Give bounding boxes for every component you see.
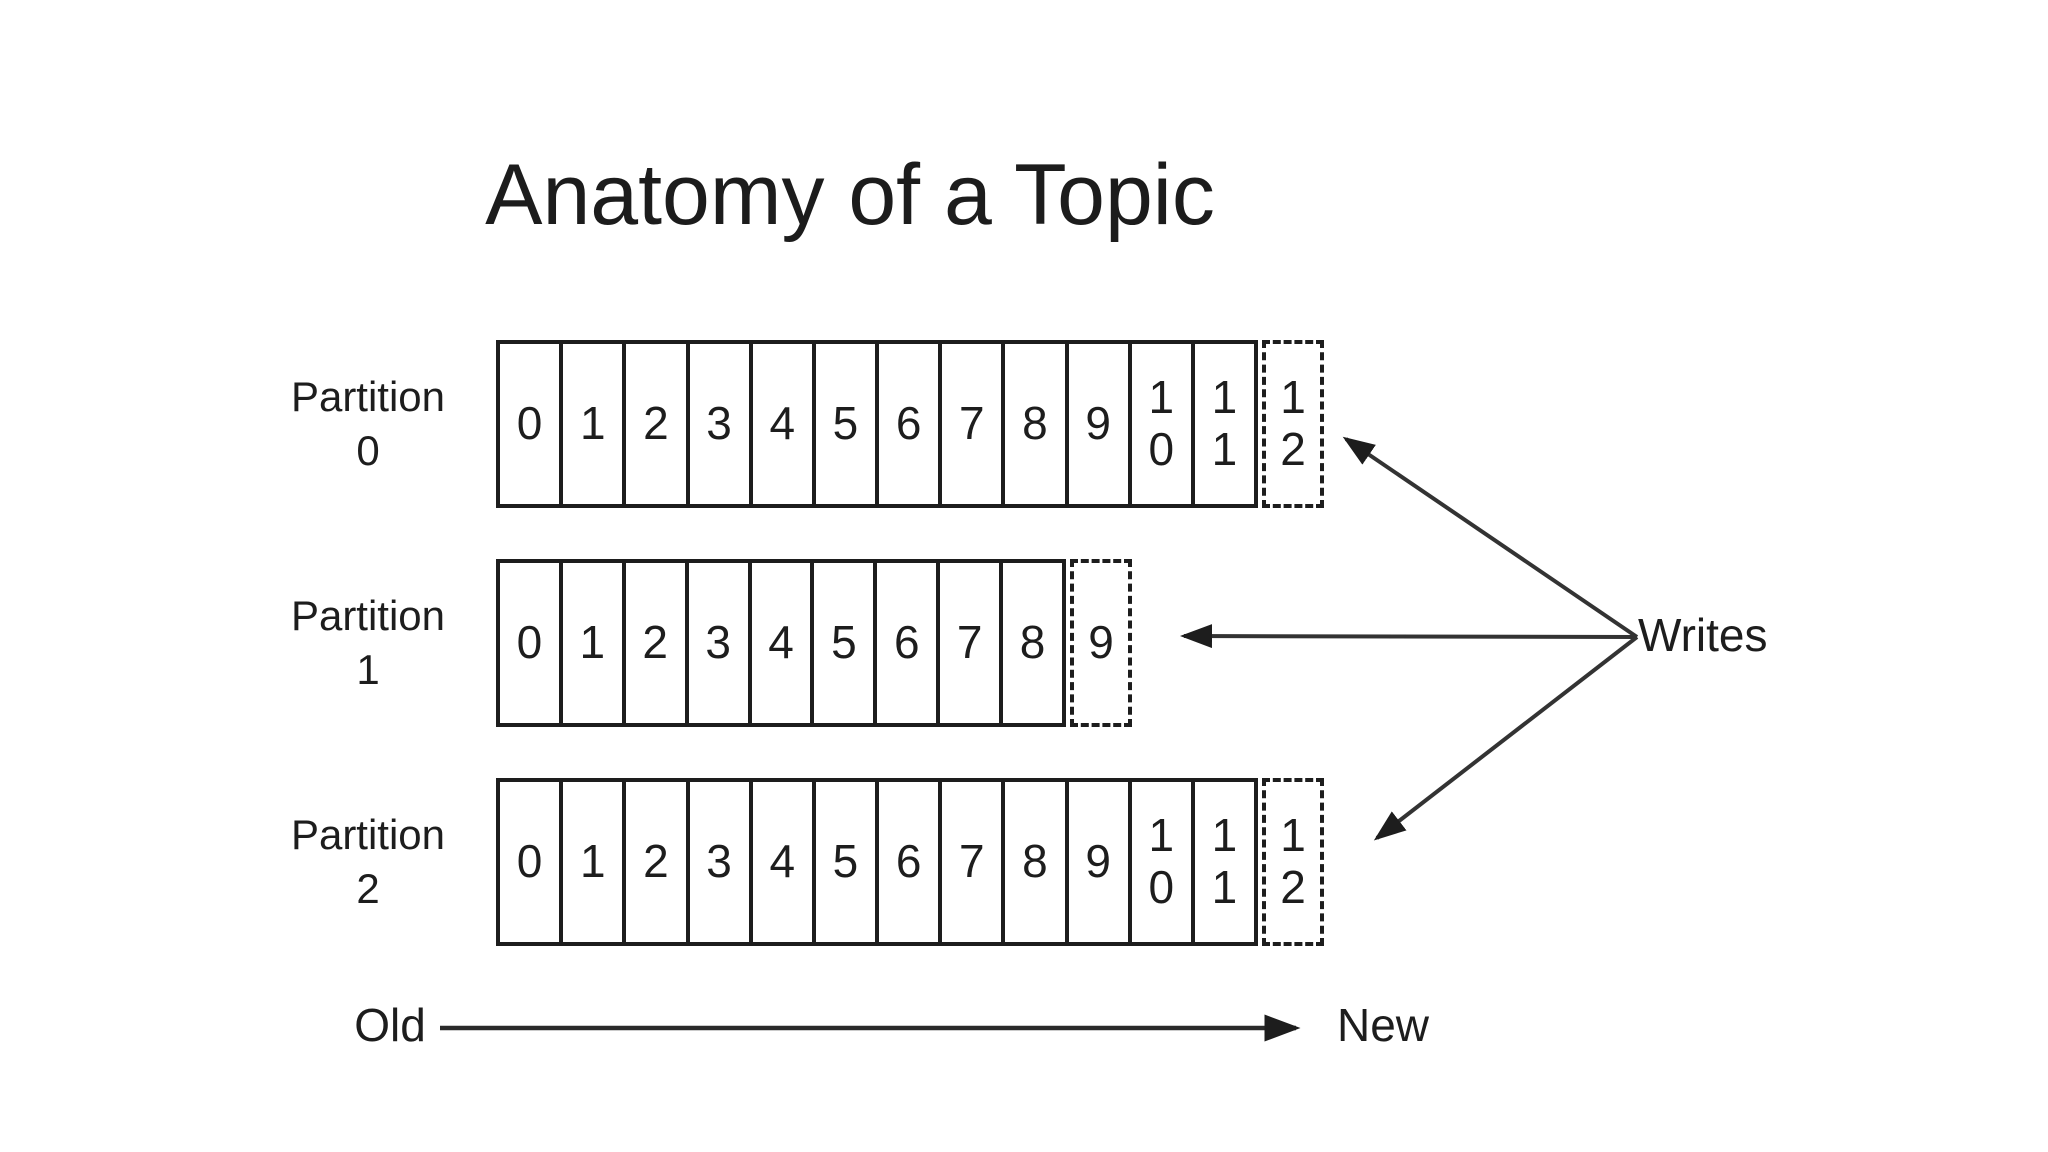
offset-cell: 1 bbox=[563, 344, 627, 504]
writes-arrow-partition-0 bbox=[1342, 436, 1639, 639]
partition-0-label: Partition 0 bbox=[290, 373, 446, 474]
writes-label: Writes bbox=[1638, 609, 1768, 661]
offset-cell: 9 bbox=[1069, 782, 1132, 942]
offset-cell: 6 bbox=[877, 563, 941, 723]
offset-cell: 0 bbox=[500, 344, 564, 504]
offset-cell: 9 bbox=[1069, 344, 1132, 504]
offset-cell: 1 1 bbox=[1211, 371, 1238, 475]
partition-2-label: Partition 2 bbox=[290, 811, 446, 912]
partition-1-next-offset-cell: 9 bbox=[1070, 559, 1132, 727]
offset-cell: 3 bbox=[690, 782, 753, 942]
writes-arrow-partition-2 bbox=[1373, 635, 1639, 841]
offset-cell: 3 bbox=[690, 344, 753, 504]
offset-cell: 6 bbox=[879, 782, 943, 942]
offset-cell: 6 bbox=[879, 344, 943, 504]
offset-cell: 7 bbox=[942, 344, 1006, 504]
partition-0-next-offset-cell: 1 2 bbox=[1262, 340, 1324, 508]
offset-cell: 5 bbox=[816, 782, 880, 942]
partition-1-log: 0 1 2 3 4 5 6 7 8 bbox=[496, 559, 1066, 727]
offset-cell: 1 0 bbox=[1132, 782, 1195, 942]
new-label: New bbox=[1336, 999, 1430, 1051]
offset-cell: 4 bbox=[753, 344, 816, 504]
offset-cell: 7 bbox=[940, 563, 1004, 723]
offset-cell: 2 bbox=[626, 782, 690, 942]
partition-0-log: 0 1 2 3 4 5 6 7 8 9 1 0 1 1 bbox=[496, 340, 1258, 508]
partition-1-label: Partition 1 bbox=[290, 592, 446, 693]
writes-arrow-partition-1 bbox=[1180, 624, 1638, 649]
old-label: Old bbox=[354, 999, 426, 1051]
partition-2-log: 0 1 2 3 4 5 6 7 8 9 1 0 1 1 bbox=[496, 778, 1258, 946]
offset-cell: 1 1 bbox=[1211, 809, 1238, 913]
offset-cell: 7 bbox=[942, 782, 1006, 942]
offset-cell: 2 bbox=[626, 563, 689, 723]
diagram-title: Anatomy of a Topic bbox=[485, 147, 1215, 243]
partition-2-next-offset-cell: 1 2 bbox=[1262, 778, 1324, 946]
offset-cell: 1 bbox=[563, 782, 627, 942]
offset-cell: 2 bbox=[626, 344, 690, 504]
offset-cell: 3 bbox=[689, 563, 752, 723]
offset-cell: 8 bbox=[1005, 344, 1069, 504]
offset-cell: 0 bbox=[500, 563, 563, 723]
offset-cell: 8 bbox=[1005, 782, 1069, 942]
offset-cell: 4 bbox=[752, 563, 815, 723]
offset-cell: 1 bbox=[563, 563, 626, 723]
offset-cell: 5 bbox=[816, 344, 880, 504]
offset-cell: 4 bbox=[753, 782, 816, 942]
offset-cell: 0 bbox=[500, 782, 564, 942]
offset-cell: 5 bbox=[814, 563, 878, 723]
offset-cell: 1 0 bbox=[1132, 344, 1195, 504]
offset-cell: 8 bbox=[1019, 616, 1046, 669]
